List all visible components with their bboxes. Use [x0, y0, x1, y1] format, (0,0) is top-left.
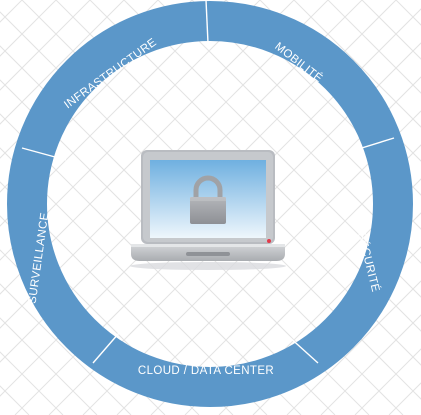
ring-band: [7, 1, 413, 407]
grid-line: [327, 0, 421, 94]
grid-line: [0, 113, 302, 415]
laptop-shadow: [130, 262, 286, 270]
grid-line: [0, 283, 132, 415]
power-led: [267, 239, 271, 243]
grid-line: [123, 0, 421, 298]
divider-top: [205, 0, 209, 44]
grid-line: [0, 0, 295, 295]
grid-line: [150, 144, 421, 415]
grid-line: [0, 317, 98, 415]
grid-line: [0, 0, 329, 329]
grid-line: [0, 79, 336, 415]
grid-line: [0, 215, 200, 415]
grid-line: [82, 76, 421, 415]
grid-line: [0, 0, 261, 261]
grid-line: [225, 0, 421, 196]
grid-line: [116, 110, 421, 415]
grid-line: [286, 280, 421, 415]
grid-line: [320, 314, 421, 415]
divider-lower-right: [286, 334, 319, 364]
divider-lower-left: [92, 332, 120, 364]
divider-left: [21, 147, 67, 161]
divider-right: [351, 137, 395, 152]
padlock-icon: [190, 175, 226, 224]
grid-line: [0, 0, 125, 125]
grid-line: [293, 0, 421, 128]
grid-line: [89, 0, 421, 332]
grid-line: [0, 0, 193, 193]
grid-line: [0, 0, 91, 91]
trackpad-notch: [186, 252, 230, 256]
grid-line: [157, 0, 421, 264]
grid-line: [218, 212, 421, 415]
segment-label-cloud: CLOUD / DATA CENTER: [138, 365, 274, 377]
grid-line: [0, 147, 268, 415]
laptop-padlock-icon: [130, 150, 286, 270]
ring-dividers: [21, 0, 395, 364]
